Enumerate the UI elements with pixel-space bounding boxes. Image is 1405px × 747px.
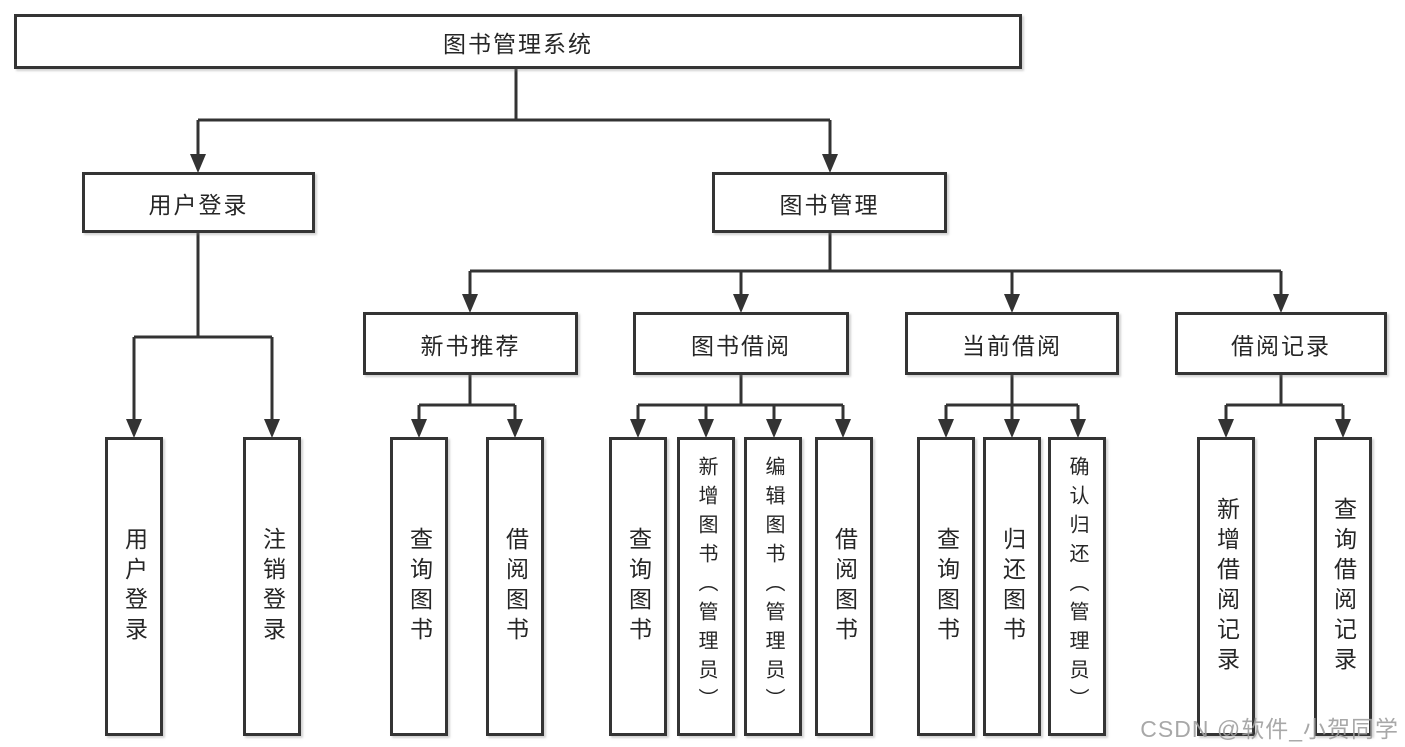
node-label: 查询借阅记录	[1330, 496, 1357, 677]
node-book-borrow: 图书借阅	[633, 312, 849, 375]
node-label: 借阅记录	[1231, 332, 1331, 359]
node-leaf-query-book-recommend: 查询图书	[390, 437, 448, 736]
node-label: 确认归还（管理员）	[1066, 456, 1088, 717]
node-label: 借阅图书	[831, 526, 858, 647]
node-new-book-recommend: 新书推荐	[363, 312, 578, 375]
node-label: 当前借阅	[962, 332, 1062, 359]
node-borrow-record: 借阅记录	[1175, 312, 1387, 375]
node-label: 图书管理系统	[443, 30, 593, 57]
node-leaf-query-book-borrow: 查询图书	[609, 437, 667, 736]
node-label: 注销登录	[259, 526, 286, 647]
node-leaf-logout: 注销登录	[243, 437, 301, 736]
node-label: 借阅图书	[502, 526, 529, 647]
node-leaf-edit-book-admin: 编辑图书（管理员）	[744, 437, 802, 736]
node-label: 图书借阅	[691, 332, 791, 359]
node-user-login: 用户登录	[82, 172, 315, 233]
node-label: 编辑图书（管理员）	[762, 456, 784, 717]
node-label: 用户登录	[148, 191, 249, 218]
node-library-system: 图书管理系统	[14, 14, 1022, 69]
node-book-management: 图书管理	[712, 172, 947, 233]
node-leaf-user-login: 用户登录	[105, 437, 163, 736]
node-leaf-return-book: 归还图书	[983, 437, 1041, 736]
node-label: 用户登录	[121, 526, 148, 647]
node-current-borrow: 当前借阅	[905, 312, 1119, 375]
node-label: 图书管理	[779, 191, 880, 218]
node-label: 新增借阅记录	[1213, 496, 1240, 677]
arrowhead-icons	[126, 154, 1351, 438]
node-leaf-query-book-current: 查询图书	[917, 437, 975, 736]
node-leaf-borrow-book: 借阅图书	[815, 437, 873, 736]
watermark: CSDN @软件_小贺同学	[1140, 716, 1399, 742]
node-leaf-add-borrow-record: 新增借阅记录	[1197, 437, 1255, 736]
node-leaf-confirm-return-admin: 确认归还（管理员）	[1048, 437, 1106, 736]
node-leaf-query-borrow-record: 查询借阅记录	[1314, 437, 1372, 736]
node-label: 新增图书（管理员）	[695, 456, 717, 717]
connector-path	[132, 68, 1345, 422]
node-label: 查询图书	[933, 526, 960, 647]
node-label: 归还图书	[999, 526, 1026, 647]
node-label: 查询图书	[406, 526, 433, 647]
node-leaf-borrow-book-recommend: 借阅图书	[486, 437, 544, 736]
node-label: 新书推荐	[420, 332, 521, 359]
node-label: 查询图书	[625, 526, 652, 647]
node-leaf-add-book-admin: 新增图书（管理员）	[677, 437, 735, 736]
